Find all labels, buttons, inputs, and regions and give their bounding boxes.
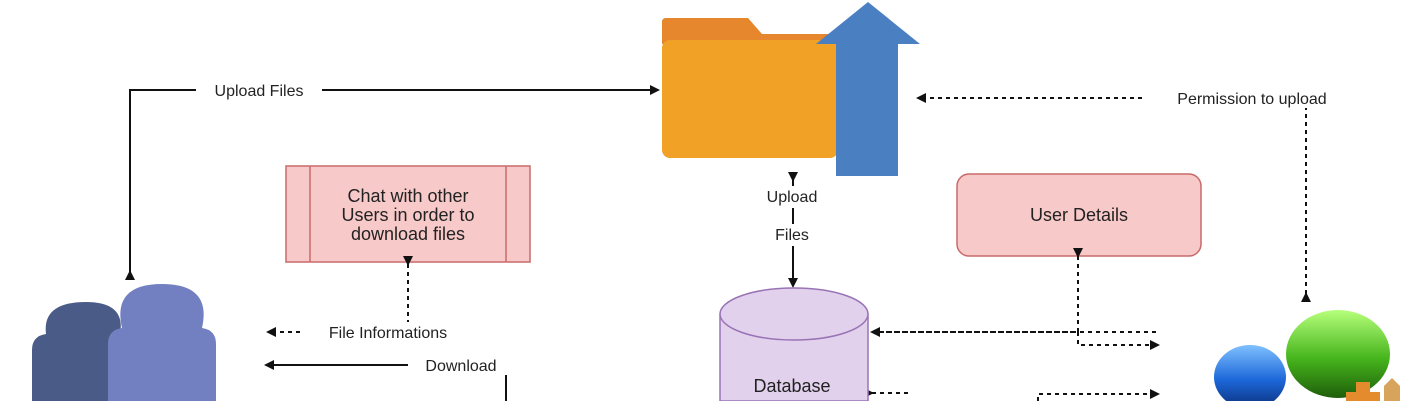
chat-node: Chat with other Users in order to downlo… (285, 165, 531, 263)
user-details-node: User Details (956, 173, 1202, 257)
users-group-icon (32, 284, 216, 401)
chat-line-2: Users in order to (341, 205, 474, 225)
edge-label-permission: Permission to upload (1177, 91, 1326, 108)
edge-permission-to-upload: Permission to upload (916, 88, 1360, 302)
chat-line-3: download files (351, 224, 465, 244)
edge-upload-files-db: Upload Files (750, 172, 836, 288)
edge-user-details-db (870, 248, 1160, 350)
edge-label-download: Download (425, 358, 496, 375)
edge-file-informations: File Informations (266, 256, 476, 342)
database-label: Database (753, 376, 830, 396)
edge-label-upload-files: Upload Files (215, 83, 304, 100)
edge-label-file-info: File Informations (329, 325, 447, 342)
edge-db-admin (864, 388, 1160, 401)
database-node: Database (719, 287, 869, 401)
admin-users-icon (1214, 310, 1400, 401)
edge-upload-files-top: Upload Files (125, 80, 660, 280)
edge-label-upload: Upload (767, 189, 818, 206)
chat-line-1: Chat with other (347, 186, 468, 206)
folder-upload-icon (662, 2, 920, 176)
edge-label-files: Files (775, 227, 809, 244)
user-details-label: User Details (1030, 205, 1128, 225)
edge-download: Download (264, 355, 514, 401)
